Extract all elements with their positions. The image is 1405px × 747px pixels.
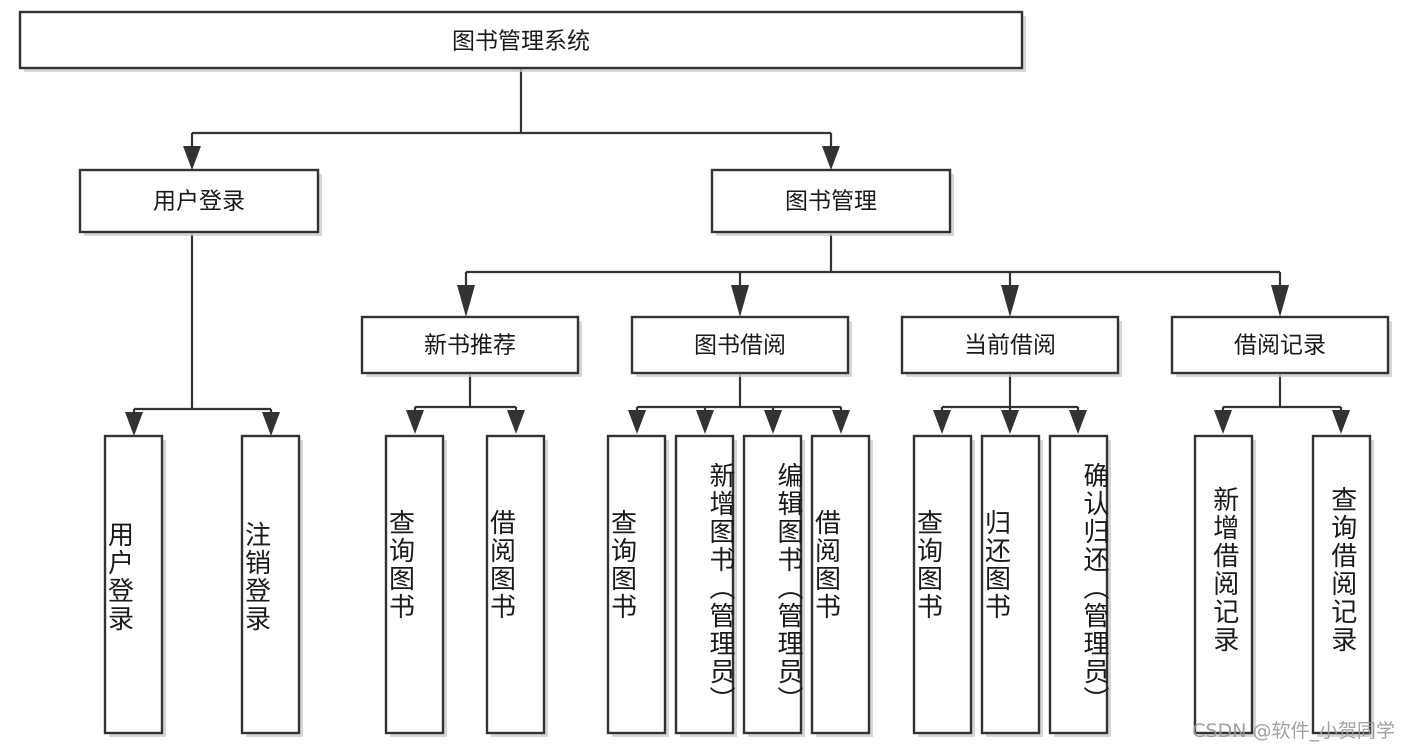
node-borrow-record-label: 借阅记录 — [1234, 333, 1326, 359]
node-new-book-recommend-label: 新书推荐 — [424, 333, 516, 359]
arrowhead-g1-leaf-1 — [406, 410, 424, 434]
leaf-box-query-books-1[interactable] — [384, 434, 447, 737]
node-root-label: 图书管理系统 — [452, 29, 590, 55]
leaf-box-return-book[interactable] — [980, 434, 1043, 737]
arrowhead-g2-leaf-2 — [696, 410, 714, 434]
arrowhead-g4-leaf-2 — [1332, 410, 1350, 434]
node-book-borrow[interactable]: 图书借阅 — [630, 315, 852, 377]
node-book-management[interactable]: 图书管理 — [710, 168, 954, 236]
connector-layer — [125, 68, 1350, 436]
arrowhead-g3-leaf-2 — [1001, 410, 1019, 434]
arrowhead-leaf-user-login — [125, 412, 143, 436]
leaf-box-user-login[interactable] — [103, 434, 166, 737]
leaf-box-query-books-2[interactable] — [606, 434, 669, 737]
arrowhead-g3-leaf-1 — [933, 410, 951, 434]
leaf-box-edit-book-admin[interactable] — [742, 434, 805, 737]
arrowhead-userlogin — [183, 146, 201, 170]
leaf-box-layer — [103, 434, 1374, 737]
arrowhead-g1-leaf-2 — [507, 410, 525, 434]
node-book-borrow-label: 图书借阅 — [694, 333, 786, 359]
arrowhead-leaf-user-logout — [262, 412, 280, 436]
node-user-login[interactable]: 用户登录 — [78, 168, 322, 236]
arrowhead-g4-leaf-1 — [1214, 410, 1232, 434]
arrowhead-g2-leaf-4 — [832, 410, 850, 434]
leaf-box-confirm-return-admin[interactable] — [1048, 434, 1111, 737]
arrowhead-bookmgmt — [822, 146, 840, 170]
node-borrow-record[interactable]: 借阅记录 — [1170, 315, 1392, 377]
arrowhead-new-book-recommend — [457, 285, 475, 317]
leaf-box-add-borrow-record[interactable] — [1193, 434, 1256, 737]
node-current-borrow[interactable]: 当前借阅 — [900, 315, 1122, 377]
arrowhead-g2-leaf-3 — [764, 410, 782, 434]
arrowhead-current-borrow — [1001, 285, 1019, 317]
leaf-box-query-books-3[interactable] — [912, 434, 975, 737]
leaf-box-borrow-books-1[interactable] — [485, 434, 548, 737]
arrowhead-g3-leaf-3 — [1069, 410, 1087, 434]
leaf-box-query-borrow-record[interactable] — [1311, 434, 1374, 737]
leaf-box-add-book-admin[interactable] — [674, 434, 737, 737]
node-user-login-label: 用户登录 — [153, 189, 245, 215]
node-book-management-label: 图书管理 — [785, 189, 877, 215]
arrowhead-borrow-record — [1271, 285, 1289, 317]
leaf-box-user-logout[interactable] — [240, 434, 303, 737]
leaf-box-borrow-books-2[interactable] — [810, 434, 873, 737]
arrowhead-g2-leaf-1 — [628, 410, 646, 434]
node-new-book-recommend[interactable]: 新书推荐 — [360, 315, 582, 377]
arrowhead-book-borrow — [731, 285, 749, 317]
node-current-borrow-label: 当前借阅 — [964, 333, 1056, 359]
node-root[interactable]: 图书管理系统 — [18, 10, 1026, 72]
watermark-text: CSDN @软件_小贺同学 — [1192, 720, 1395, 742]
